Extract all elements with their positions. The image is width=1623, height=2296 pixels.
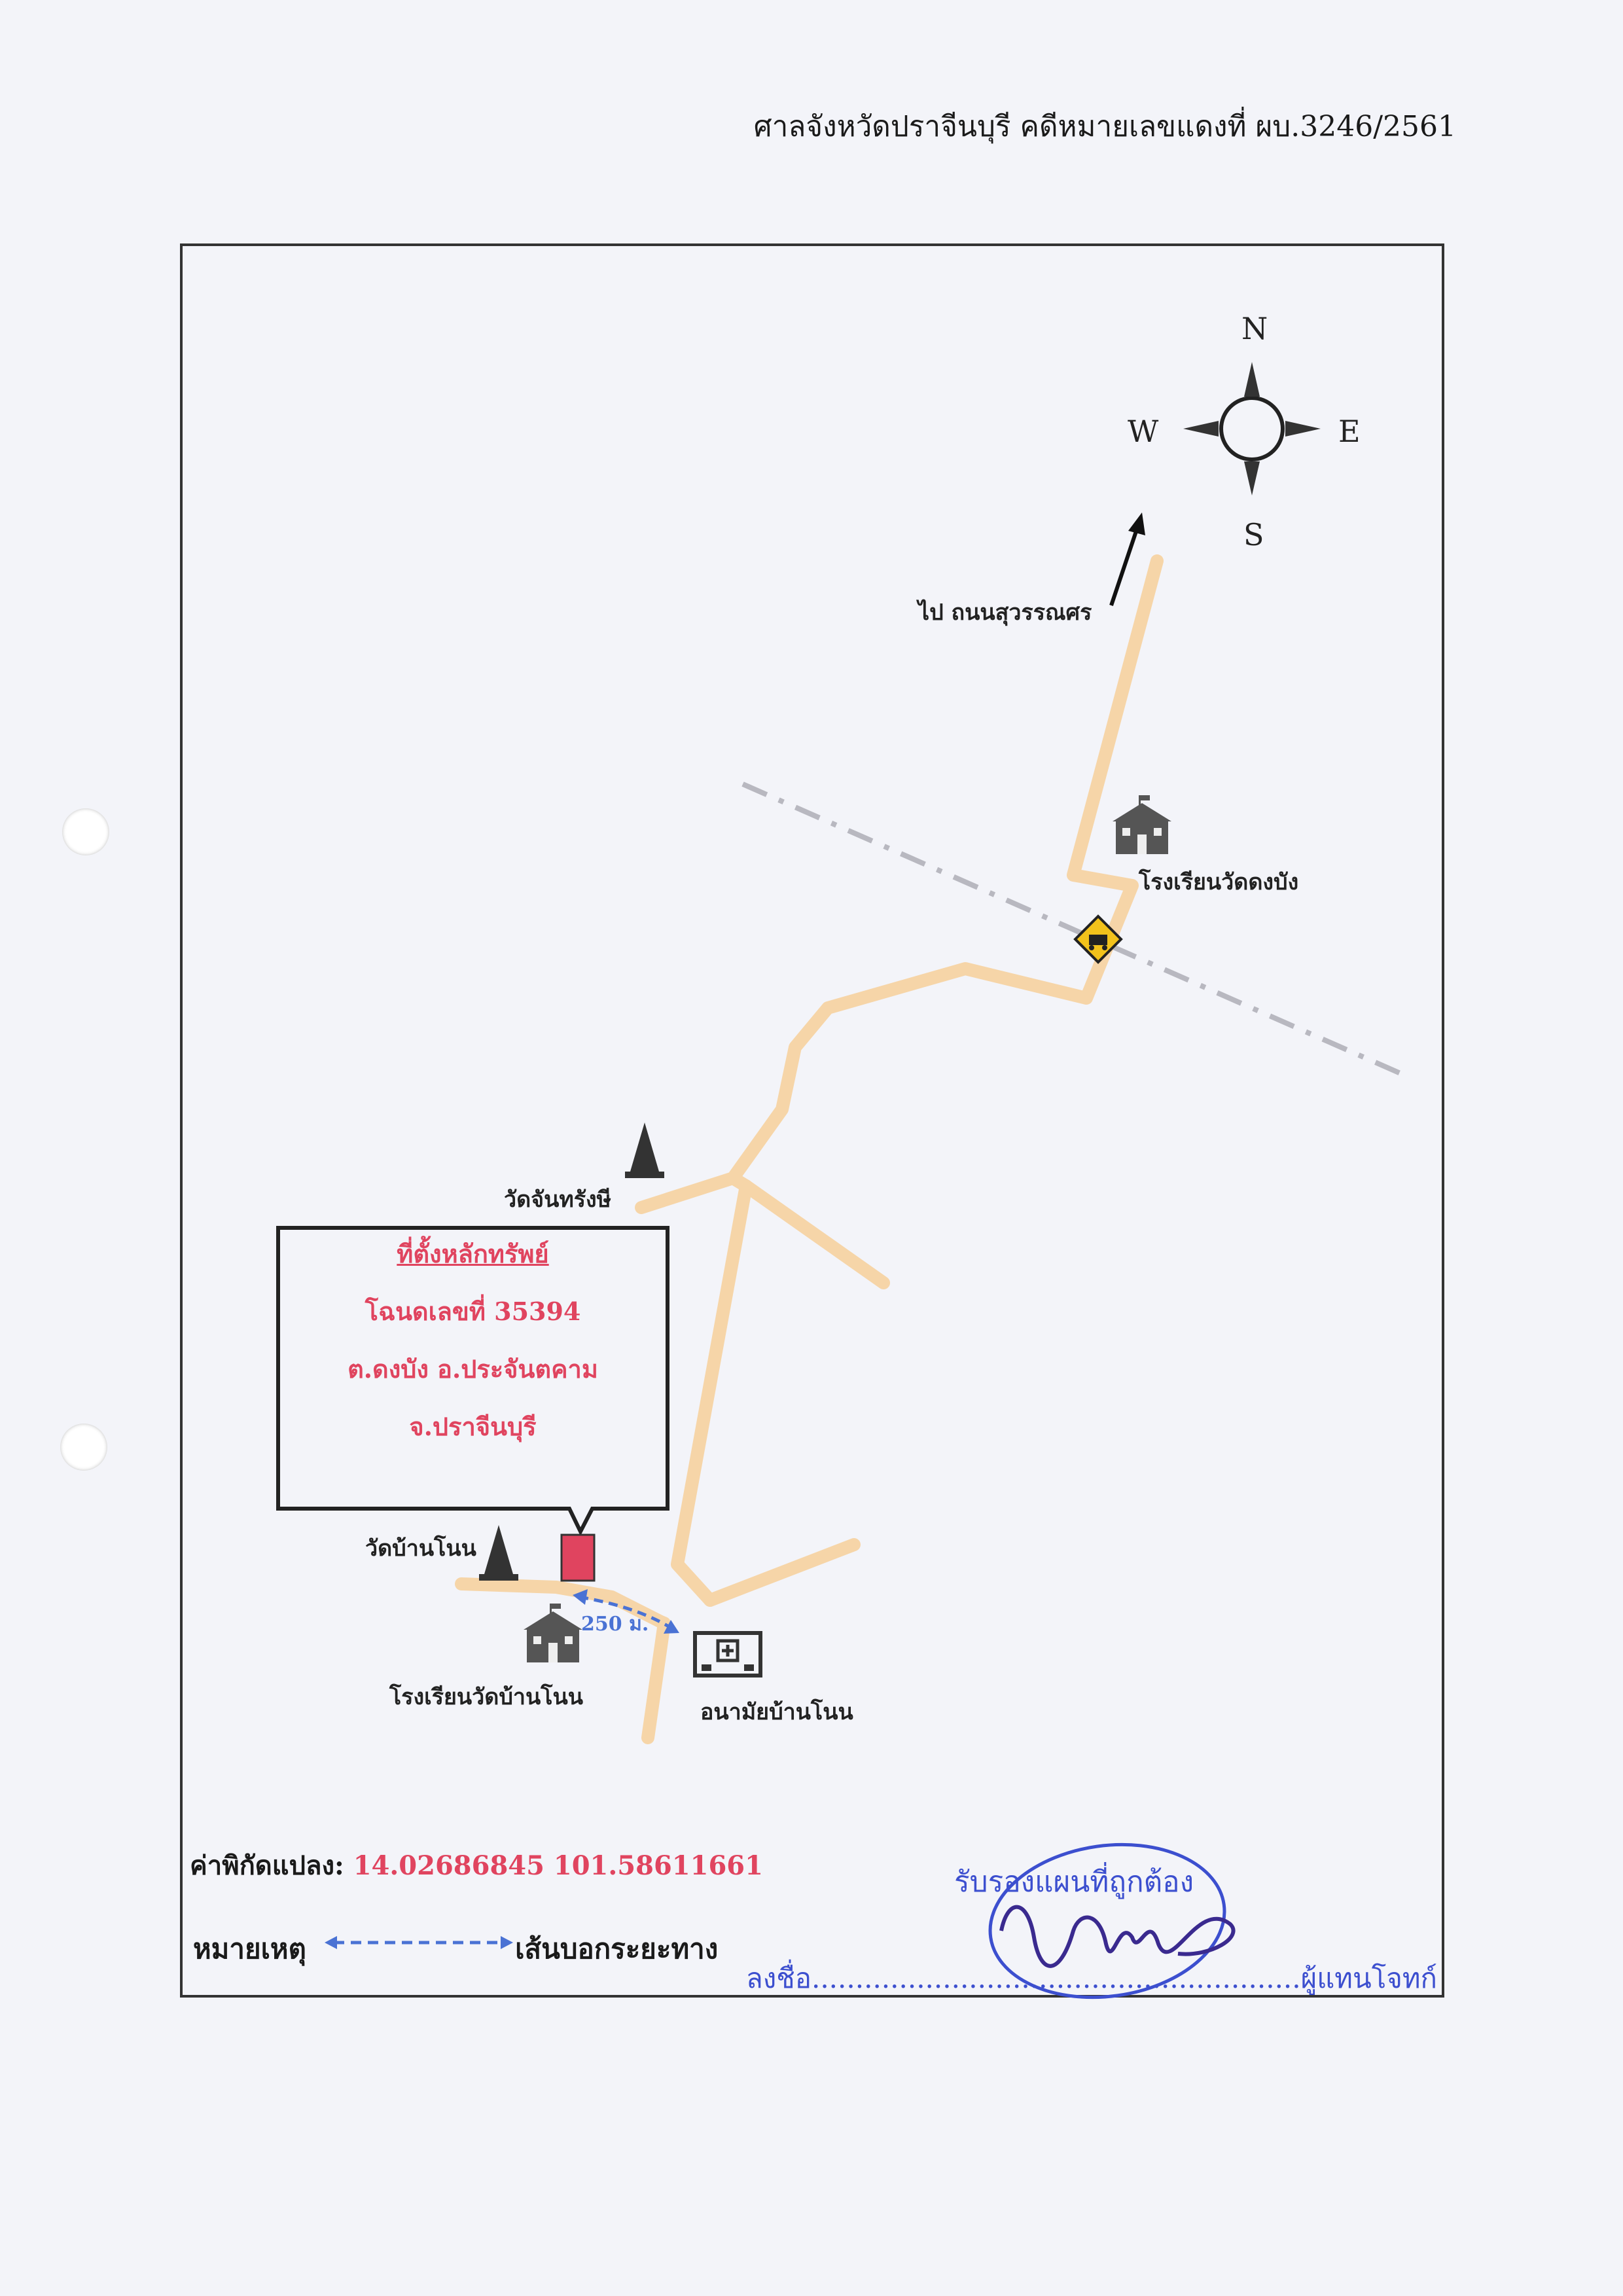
- label-wat-bannon: วัดบ้านโนน: [365, 1535, 476, 1562]
- road-south-main: [671, 1179, 753, 1607]
- coordinates: ค่าพิกัดแปลง: 14.02686845 101.58611661: [190, 1844, 763, 1886]
- property-callout-box: [276, 1226, 669, 1536]
- legend-label: หมายเหตุ: [193, 1933, 306, 1965]
- compass-south: S: [1243, 517, 1264, 552]
- distance-arrowhead: [664, 1620, 679, 1634]
- signature: [999, 1905, 1236, 1968]
- sign-dots: ........................................…: [811, 1962, 1301, 1994]
- label-to-road: ไป ถนนสุวรรณศร: [918, 600, 1092, 626]
- road-southward: [641, 1615, 671, 1744]
- punch-hole: [60, 1424, 107, 1471]
- property-district: ต.ดงบัง อ.ประจันตคาม: [348, 1354, 598, 1384]
- label-health-center: อนามัยบ้านโนน: [700, 1699, 853, 1725]
- map-frame: [180, 243, 1444, 1998]
- health-center-icon: [693, 1631, 762, 1677]
- coordinates-value: 14.02686845 101.58611661: [353, 1850, 763, 1881]
- property-province: จ.ปราจีนบุรี: [409, 1412, 537, 1441]
- legend: หมายเหตุ เส้นบอกระยะทาง: [193, 1928, 718, 1971]
- road-south-branch: [740, 1179, 890, 1289]
- to-road-arrow: [1109, 523, 1141, 606]
- coordinates-label: ค่าพิกัดแปลง:: [190, 1850, 344, 1881]
- sign-prefix: ลงชื่อ: [746, 1962, 812, 1994]
- punch-hole: [62, 808, 109, 855]
- property-marker: [560, 1534, 596, 1582]
- road-main-north: [726, 554, 1164, 1185]
- property-callout: ที่ตั้งหลักทรัพย์ โฉนดเลขที่ 35394 ต.ดงบ…: [278, 1225, 668, 1507]
- label-school-dongbang: โรงเรียนวัดดงบัง: [1139, 869, 1299, 895]
- road-junction-janthrangsi: [635, 1172, 753, 1214]
- sign-suffix: ผู้แทนโจทก์: [1300, 1962, 1437, 1994]
- certification-stamp: [988, 1842, 1226, 2000]
- signature-line: ลงชื่อ..................................…: [746, 1957, 1437, 2000]
- document-header: ศาลจังหวัดปราจีนบุรี คดีหมายเลขแดงที่ ผบ…: [753, 110, 1456, 143]
- label-wat-janthrangsi: วัดจันทรังษี: [504, 1187, 612, 1213]
- road-network: [455, 554, 1164, 1744]
- distance-arrowhead: [573, 1589, 588, 1605]
- compass-east: E: [1338, 414, 1361, 449]
- compass-west: W: [1128, 414, 1159, 449]
- temple-icon: [625, 1122, 664, 1178]
- compass-north: N: [1241, 311, 1268, 346]
- railway-line: [741, 781, 1402, 1076]
- railway-crossing-icon: [1073, 914, 1123, 964]
- certification-text: รับรองแผนที่ถูกต้อง: [954, 1865, 1194, 1899]
- compass-rose: [1183, 362, 1321, 495]
- school-icon: [524, 1604, 582, 1662]
- legend-meaning: เส้นบอกระยะทาง: [515, 1933, 719, 1965]
- property-title: ที่ตั้งหลักทรัพย์: [397, 1239, 549, 1268]
- temple-icon: [479, 1525, 518, 1581]
- distance-arrow: [579, 1595, 675, 1632]
- property-deed: โฉนดเลขที่ 35394: [365, 1297, 581, 1326]
- label-school-bannon: โรงเรียนวัดบ้านโนน: [389, 1684, 584, 1710]
- legend-distance-arrow: [325, 1936, 513, 1949]
- school-icon: [1113, 795, 1171, 854]
- label-distance: 250 ม.: [581, 1613, 649, 1636]
- road-east-bannon: [704, 1538, 861, 1607]
